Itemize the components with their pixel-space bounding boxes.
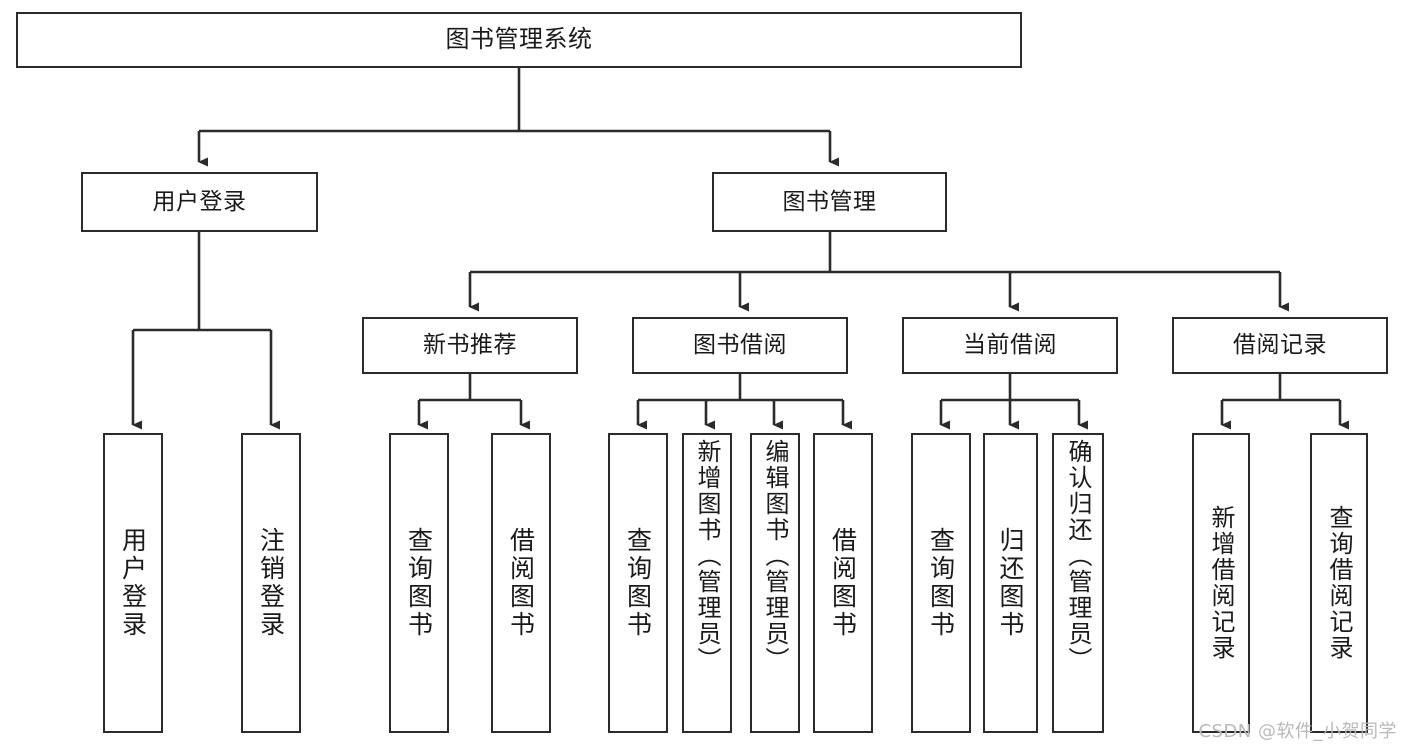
node-leaf-edit-book-admin[interactable]: 编辑图书（管理员） bbox=[750, 433, 800, 733]
node-label: 图书管理 bbox=[782, 188, 877, 215]
node-label: 新增借阅记录 bbox=[1207, 505, 1235, 661]
node-label: 用户登录 bbox=[118, 527, 148, 639]
node-label: 借阅记录 bbox=[1233, 332, 1327, 359]
node-label: 借阅图书 bbox=[506, 527, 536, 639]
node-leaf-confirm-return-admin[interactable]: 确认归还（管理员） bbox=[1052, 433, 1104, 733]
node-current-borrowing[interactable]: 当前借阅 bbox=[902, 317, 1118, 374]
node-label: 查询借阅记录 bbox=[1325, 505, 1353, 661]
connector-root-to-level2 bbox=[197, 68, 839, 167]
node-leaf-query-borrow-record[interactable]: 查询借阅记录 bbox=[1310, 433, 1368, 733]
node-leaf-query-book-1[interactable]: 查询图书 bbox=[389, 433, 449, 733]
connector-newbook-to-leaves bbox=[417, 374, 530, 430]
node-leaf-user-login[interactable]: 用户登录 bbox=[103, 433, 163, 733]
node-label: 编辑图书（管理员） bbox=[761, 439, 789, 673]
node-label: 归还图书 bbox=[996, 527, 1025, 639]
node-leaf-query-book-3[interactable]: 查询图书 bbox=[911, 433, 971, 733]
node-label: 注销登录 bbox=[256, 527, 286, 639]
node-leaf-return-book[interactable]: 归还图书 bbox=[983, 433, 1038, 733]
node-leaf-borrow-book-1[interactable]: 借阅图书 bbox=[491, 433, 551, 733]
node-leaf-add-book-admin[interactable]: 新增图书（管理员） bbox=[682, 433, 732, 733]
node-root-book-management-system[interactable]: 图书管理系统 bbox=[16, 12, 1022, 68]
node-label: 图书管理系统 bbox=[445, 25, 593, 54]
node-user-login[interactable]: 用户登录 bbox=[81, 172, 318, 232]
node-leaf-query-book-2[interactable]: 查询图书 bbox=[608, 433, 668, 733]
connector-borrowrecord-to-leaves bbox=[1220, 374, 1349, 430]
node-label: 新增图书（管理员） bbox=[693, 439, 721, 673]
node-leaf-logout[interactable]: 注销登录 bbox=[241, 433, 301, 733]
connector-userlogin-to-leaves bbox=[131, 232, 280, 430]
node-leaf-add-borrow-record[interactable]: 新增借阅记录 bbox=[1192, 433, 1250, 733]
node-leaf-borrow-book-2[interactable]: 借阅图书 bbox=[813, 433, 873, 733]
node-label: 查询图书 bbox=[404, 527, 434, 639]
node-label: 确认归还（管理员） bbox=[1064, 439, 1092, 673]
connector-bookborrow-to-leaves bbox=[636, 374, 852, 430]
node-label: 用户登录 bbox=[152, 188, 247, 215]
connector-currentborrow-to-leaves bbox=[939, 374, 1088, 430]
node-borrowing-record[interactable]: 借阅记录 bbox=[1172, 317, 1388, 374]
node-book-borrowing[interactable]: 图书借阅 bbox=[632, 317, 848, 374]
node-label: 查询图书 bbox=[623, 527, 653, 639]
watermark-text: CSDN @软件_小贺同学 bbox=[1198, 721, 1397, 742]
node-label: 借阅图书 bbox=[828, 527, 858, 639]
connector-bookmanage-to-level3 bbox=[468, 232, 1289, 312]
node-book-management[interactable]: 图书管理 bbox=[712, 172, 947, 232]
node-label: 图书借阅 bbox=[693, 332, 787, 359]
node-label: 新书推荐 bbox=[423, 332, 517, 359]
node-new-book-recommendation[interactable]: 新书推荐 bbox=[362, 317, 578, 374]
node-label: 查询图书 bbox=[926, 527, 956, 639]
node-label: 当前借阅 bbox=[963, 332, 1057, 359]
